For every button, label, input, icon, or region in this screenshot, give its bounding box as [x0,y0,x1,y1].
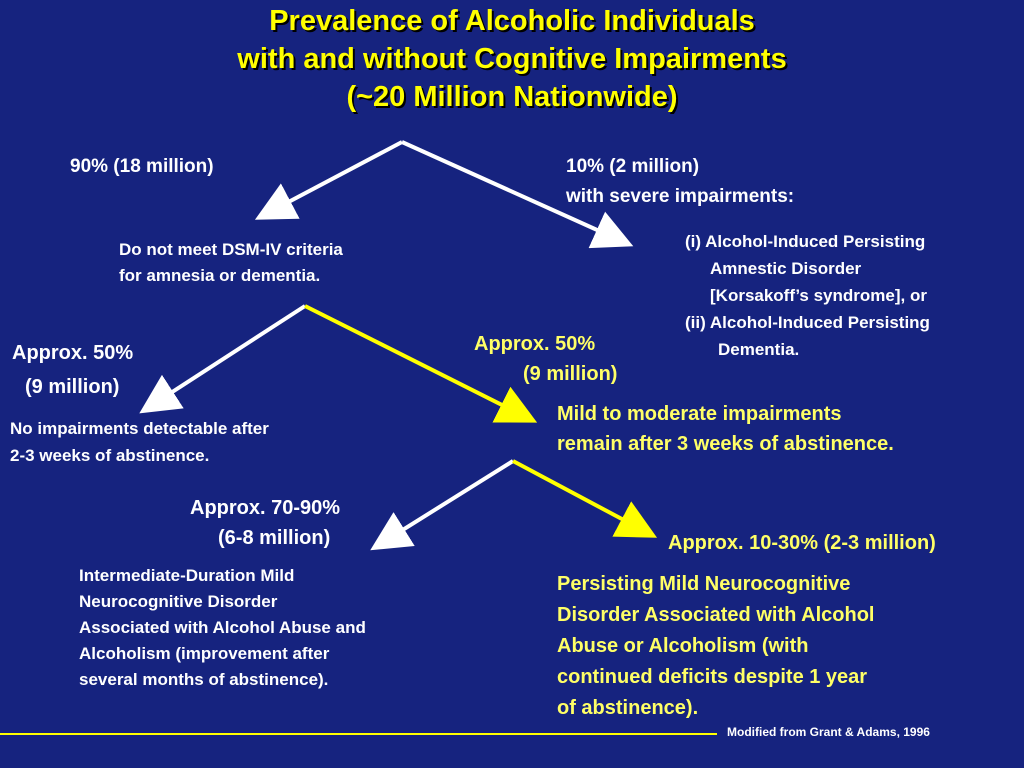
level2-right-desc-2: remain after 3 weeks of abstinence. [557,433,894,455]
level2-right-percent: Approx. 50% [474,333,596,355]
level3-left-desc-5: several months of abstinence). [79,670,329,689]
level1-right-subtitle: with severe impairments: [566,186,795,207]
level1-left-desc-1: Do not meet DSM-IV criteria [119,240,343,259]
level2-left-desc-1: No impairments detectable after [10,419,269,438]
level3-right-percent: Approx. 10-30% (2-3 million) [668,532,936,554]
arrow-to-90pct [254,140,403,220]
footer-divider [0,733,717,735]
level3-left-millions: (6-8 million) [218,527,331,549]
level1-right-item-2: Amnestic Disorder [710,259,862,278]
level3-right-desc-5: of abstinence). [557,697,699,719]
level1-right-item-3: [Korsakoff’s syndrome], or [710,286,927,305]
title-line-1: Prevalence of Alcoholic Individuals [269,5,755,37]
title-line-2: with and without Cognitive Impairments [237,43,787,75]
level3-left-desc-4: Alcoholism (improvement after [79,644,330,663]
footer-credit: Modified from Grant & Adams, 1996 [727,725,930,739]
level3-left-desc-1: Intermediate-Duration Mild [79,566,295,585]
level2-left-desc-2: 2-3 weeks of abstinence. [10,446,210,465]
level2-right-millions: (9 million) [523,363,618,385]
level3-left-desc-2: Neurocognitive Disorder [79,592,278,611]
level3-right-desc-1: Persisting Mild Neurocognitive [557,573,851,595]
level3-right-desc-4: continued deficits despite 1 year [557,666,868,688]
level1-left-desc-2: for amnesia or dementia. [119,266,321,285]
arrow-to-no-impairment [139,304,307,414]
level2-right-desc-1: Mild to moderate impairments [557,403,842,425]
level1-right-percent: 10% (2 million) [566,156,700,177]
level1-right-item-1: (i) Alcohol-Induced Persisting [685,232,926,251]
slide-title: Prevalence of Alcoholic Individuals with… [0,2,1024,116]
level3-right-desc-3: Abuse or Alcoholism (with [557,635,809,657]
arrow-to-10pct [401,140,634,249]
arrow-to-intermediate [370,459,515,551]
arrow-to-mild-moderate [304,304,538,423]
level2-left-millions: (9 million) [25,376,120,398]
level2-left-percent: Approx. 50% [12,342,134,364]
title-line-3: (~20 Million Nationwide) [346,81,678,113]
level1-right-item-5: Dementia. [718,340,800,359]
level3-left-percent: Approx. 70-90% [190,497,341,519]
level1-right-item-4: (ii) Alcohol-Induced Persisting [685,313,930,332]
arrow-to-persisting [512,459,658,538]
level1-left-percent: 90% (18 million) [70,156,214,177]
level3-right-desc-2: Disorder Associated with Alcohol [557,604,875,626]
level3-left-desc-3: Associated with Alcohol Abuse and [79,618,366,637]
